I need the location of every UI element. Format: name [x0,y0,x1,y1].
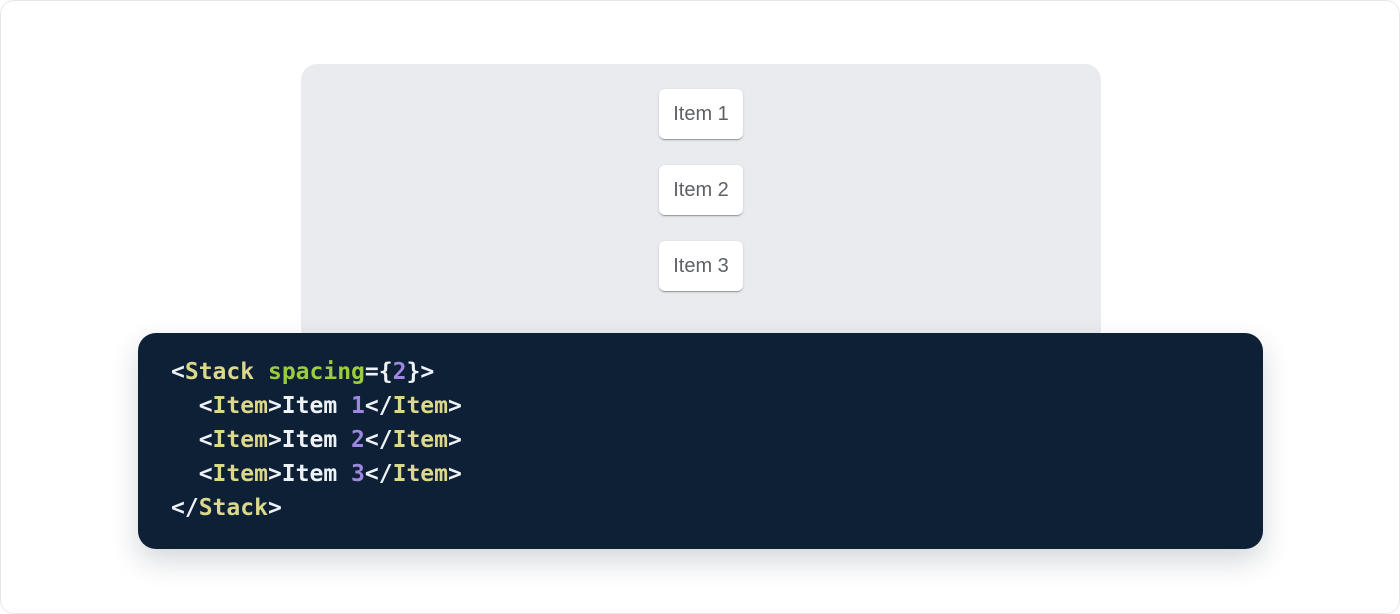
code-token-plain: > [447,427,462,453]
code-token-plain: < [171,359,185,385]
code-token-attr: spacing [267,359,365,385]
code-block: <Stack spacing={2}> <Item>Item 1</Item> … [138,333,1263,549]
stack-item-label: Item 3 [673,255,729,277]
code-token-plain: >Item [267,461,352,487]
stack-item-label: Item 1 [673,103,729,125]
code-line: <Item>Item 2</Item> [171,423,1233,457]
code-token-tag: Item [212,427,268,453]
stack-item-card: Item 1 [659,89,743,139]
code-line: <Item>Item 1</Item> [171,389,1233,423]
code-token-plain: < [171,427,213,453]
code-token-plain: = [364,359,379,385]
code-token-plain: < [171,393,213,419]
code-token-tag: Item [212,461,268,487]
code-token-plain: > [267,495,282,521]
code-token-plain: { [378,359,393,385]
code: <Stack spacing={2}> <Item>Item 1</Item> … [171,355,1233,525]
code-token-tag: Item [212,393,268,419]
code-token-number: 2 [392,359,407,385]
code-token-plain: < [171,461,213,487]
code-token-tag: Stack [198,495,268,521]
stack-item-card: Item 3 [659,241,743,291]
code-token-plain: > [447,393,462,419]
code-token-plain: </ [364,427,393,453]
code-token-number: 2 [351,427,365,453]
code-token-number: 1 [351,393,365,419]
code-line: <Stack spacing={2}> [171,355,1233,389]
code-token-plain: </ [171,495,199,521]
stack-item-label: Item 2 [673,179,729,201]
stack-item-card: Item 2 [659,165,743,215]
code-token-plain: > [447,461,462,487]
code-token-plain [254,359,268,385]
code-token-plain: </ [364,461,393,487]
code-token-plain: </ [364,393,393,419]
code-token-tag: Item [392,393,448,419]
code-token-plain: >Item [267,393,352,419]
code-token-plain: > [420,359,435,385]
code-token-plain: } [406,359,421,385]
code-token-tag: Item [392,427,448,453]
code-token-tag: Item [392,461,448,487]
stack-preview-panel: Item 1 Item 2 Item 3 [301,64,1101,345]
code-token-tag: Stack [184,359,255,385]
code-line: <Item>Item 3</Item> [171,457,1233,491]
code-token-plain: >Item [267,427,352,453]
code-line: </Stack> [171,491,1233,525]
code-token-number: 3 [351,461,365,487]
